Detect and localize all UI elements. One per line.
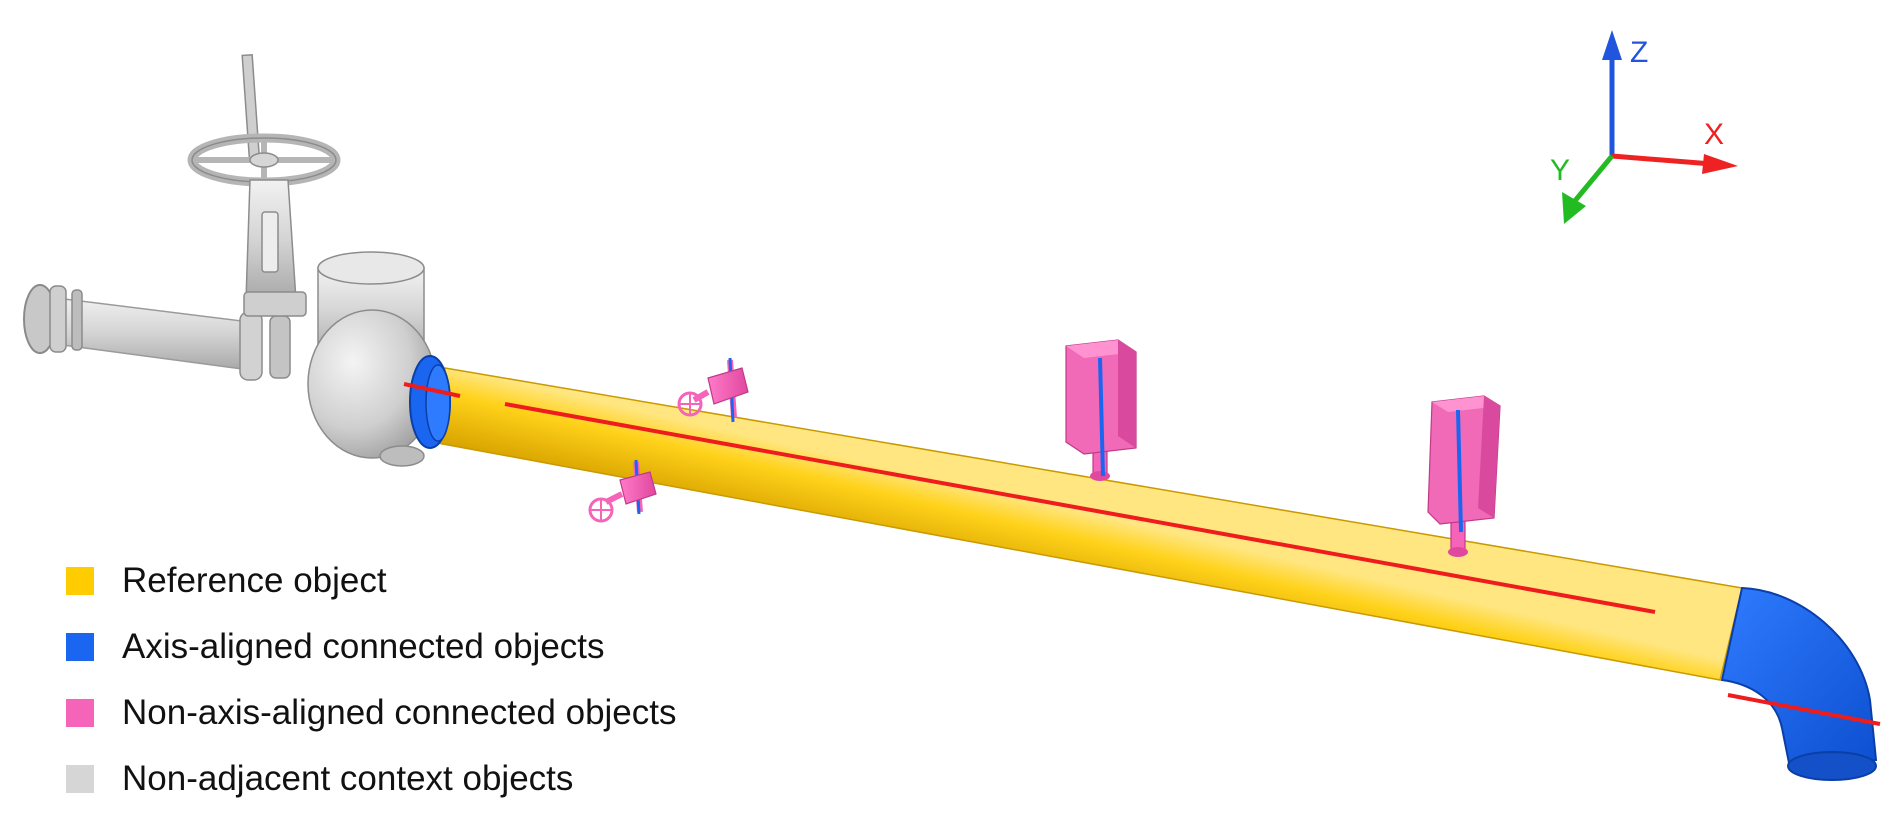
axis-aligned-elbow bbox=[1720, 586, 1878, 781]
axis-aligned-flange bbox=[409, 355, 451, 449]
legend-swatch bbox=[66, 699, 94, 727]
legend-item-non-axis-aligned: Non-axis-aligned connected objects bbox=[66, 680, 677, 746]
legend-label: Non-axis-aligned connected objects bbox=[122, 693, 677, 732]
reference-axis-line bbox=[504, 402, 1656, 614]
legend-item-non-adjacent: Non-adjacent context objects bbox=[66, 746, 677, 812]
legend-label: Axis-aligned connected objects bbox=[122, 627, 605, 666]
x-axis-arrow bbox=[1611, 153, 1738, 174]
legend-label: Non-adjacent context objects bbox=[122, 759, 574, 798]
context-inlet-pipe bbox=[23, 284, 291, 381]
small-valve-lower bbox=[588, 459, 657, 523]
z-axis-arrow bbox=[1602, 30, 1622, 156]
legend: Reference object Axis-aligned connected … bbox=[66, 548, 677, 812]
legend-swatch bbox=[66, 567, 94, 595]
z-axis-label: Z bbox=[1630, 36, 1648, 69]
context-tee-body bbox=[307, 251, 437, 467]
x-axis-label: X bbox=[1704, 118, 1724, 151]
y-axis-label: Y bbox=[1550, 154, 1570, 187]
legend-item-reference-object: Reference object bbox=[66, 548, 677, 614]
legend-label: Reference object bbox=[122, 561, 387, 600]
small-valve-upper bbox=[677, 357, 749, 423]
elbow-axis-line bbox=[1727, 693, 1881, 726]
legend-item-axis-aligned: Axis-aligned connected objects bbox=[66, 614, 677, 680]
context-gate-valve bbox=[187, 53, 341, 317]
legend-swatch bbox=[66, 633, 94, 661]
legend-swatch bbox=[66, 765, 94, 793]
coordinate-axes: Z X Y bbox=[1550, 30, 1738, 224]
instrument-box-1 bbox=[1065, 339, 1137, 481]
axis-lines bbox=[403, 382, 1881, 726]
y-axis-arrow bbox=[1562, 154, 1614, 224]
instrument-box-2 bbox=[1427, 395, 1501, 557]
flange-axis-line bbox=[403, 382, 461, 398]
